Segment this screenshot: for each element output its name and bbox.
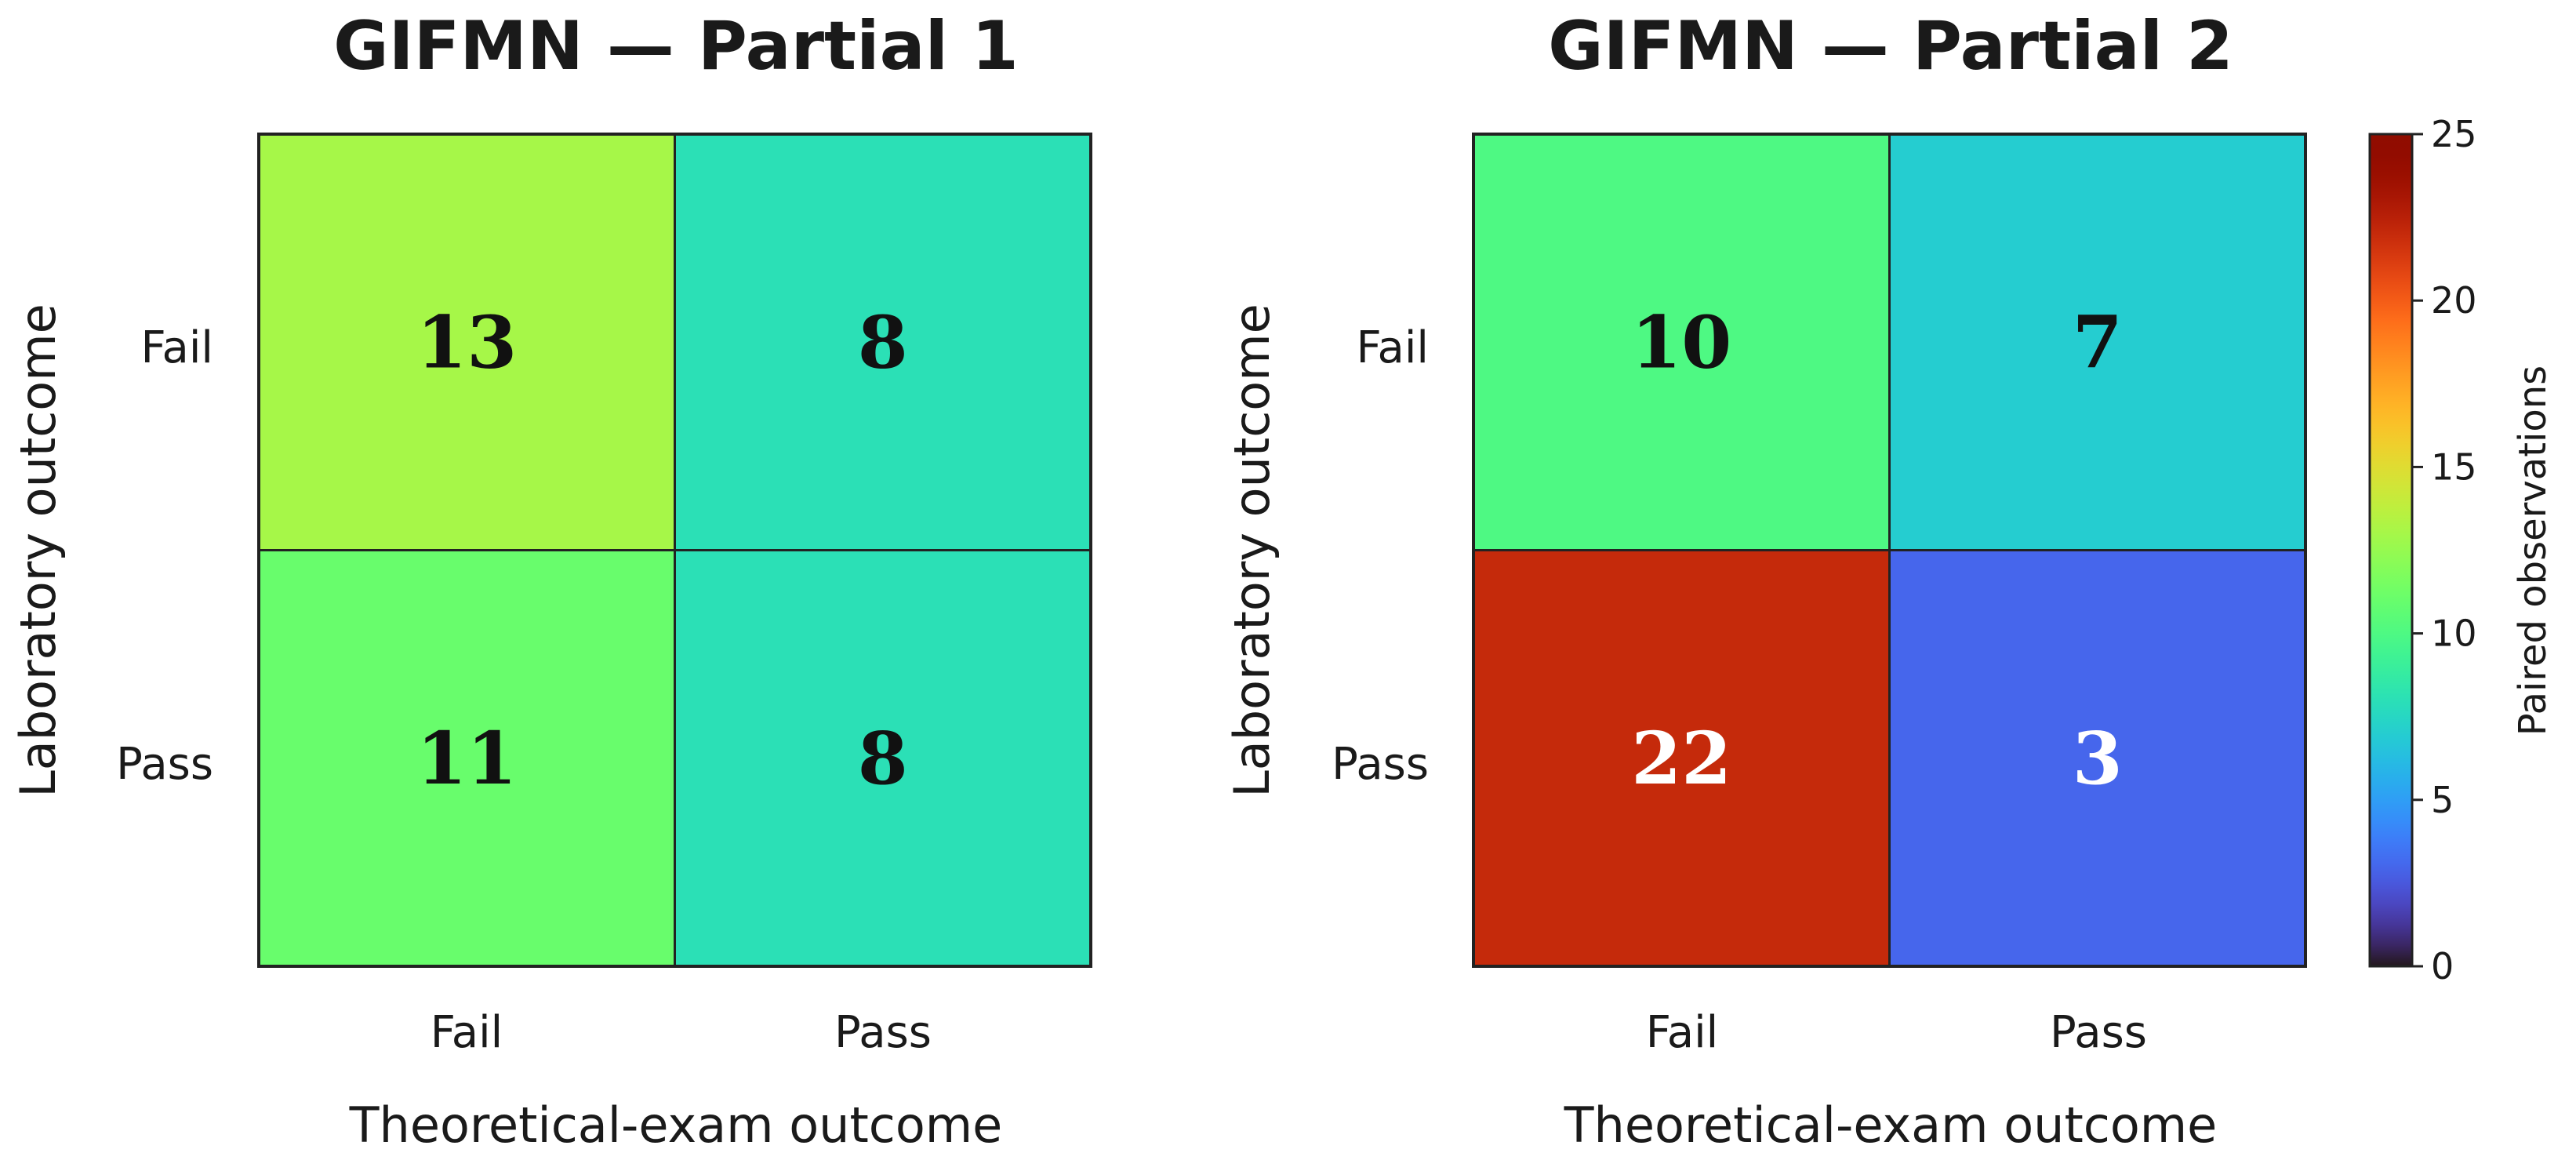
panel-1-cell-value-r0-c0: 13 (416, 300, 517, 384)
panel-2-frame (1472, 133, 2307, 968)
colorbar: 0 5 10 15 20 25 Paired observations (2368, 113, 2555, 987)
panel-2-title: GIFMN — Partial 2 (1548, 7, 2233, 85)
panel-2-cell-value-r1-c0: 22 (1631, 716, 1731, 801)
panel-1-cell-r0-c1 (674, 133, 1092, 551)
panel-2-xlabel: Theoretical-exam outcome (1564, 1096, 2218, 1154)
colorbar-tick-label-15: 15 (2431, 445, 2477, 488)
panel-1-cell-r0-c0 (257, 133, 676, 551)
panel-1-xlabel: Theoretical-exam outcome (349, 1096, 1003, 1154)
panel-1-cells: 13 8 11 8 (257, 133, 1092, 968)
panel-1-cell-value-r0-c1: 8 (858, 300, 908, 384)
panel-1-cell-r1-c1 (674, 549, 1092, 968)
panel-2-cell-value-r0-c0: 10 (1631, 300, 1731, 384)
colorbar-ticks: 0 5 10 15 20 25 (2412, 113, 2477, 987)
panel-2-ytick-pass: Pass (1332, 739, 1429, 790)
panel-2-cell-r1-c1 (1888, 549, 2307, 968)
panel-1-cell-r1-c0 (257, 549, 676, 968)
colorbar-tick-label-25: 25 (2431, 113, 2477, 155)
panel-1-xtick-fail: Fail (431, 1007, 503, 1058)
panel-2-cell-r0-c1 (1888, 133, 2307, 551)
colorbar-tick-label-10: 10 (2431, 613, 2477, 655)
colorbar-tick-label-0: 0 (2431, 945, 2454, 987)
panel-2-ylabel: Laboratory outcome (1223, 304, 1281, 798)
panel-2-cell-value-r1-c1: 3 (2073, 716, 2123, 801)
panel-1-xtick-pass: Pass (834, 1007, 932, 1058)
panel-1-ylabel: Laboratory outcome (9, 304, 67, 798)
colorbar-tick-label-20: 20 (2431, 279, 2477, 322)
panel-2-cell-value-r0-c1: 7 (2073, 300, 2123, 384)
panel-2-ytick-fail: Fail (1356, 322, 1429, 373)
panel-1-cell-value-r1-c0: 11 (416, 716, 517, 801)
panel-1-ytick-pass: Pass (116, 739, 213, 790)
panel-2-xtick-pass: Pass (2050, 1007, 2147, 1058)
colorbar-bar (2368, 133, 2414, 968)
panel-2-xtick-fail: Fail (1646, 1007, 1719, 1058)
panel-1-frame (257, 133, 1092, 968)
colorbar-tick-label-5: 5 (2431, 779, 2454, 821)
panel-2-cells: 10 7 22 3 (1472, 133, 2307, 968)
panel-1-ytick-fail: Fail (140, 322, 213, 373)
panel-1-cell-value-r1-c1: 8 (858, 716, 908, 801)
panel-1-title: GIFMN — Partial 1 (333, 7, 1019, 85)
colorbar-label: Paired observations (2511, 365, 2555, 736)
